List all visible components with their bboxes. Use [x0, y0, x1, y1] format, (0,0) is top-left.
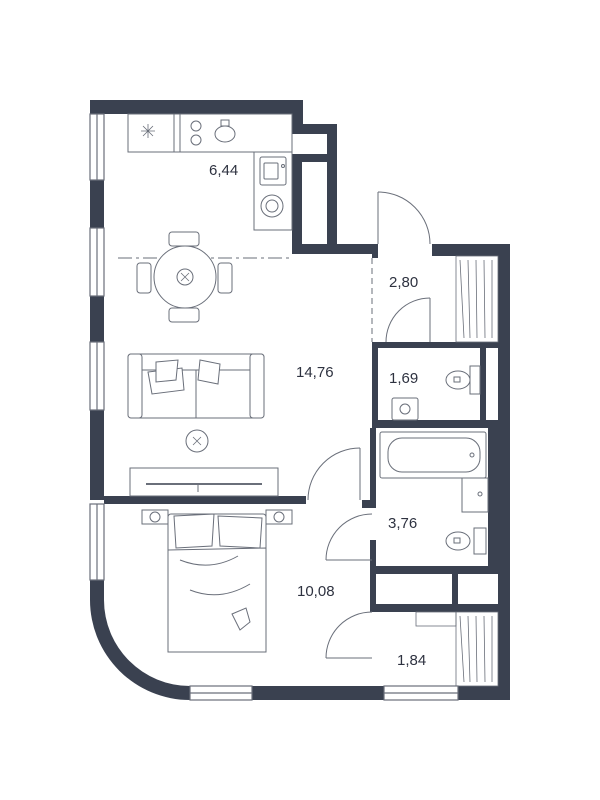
windows — [89, 113, 459, 701]
bed — [141, 509, 293, 653]
storage-area-label: 1,84 — [397, 652, 426, 669]
tv-unit — [129, 467, 279, 497]
kitchen-area-label: 6,44 — [209, 162, 238, 179]
walls — [90, 100, 510, 700]
bathroom-fixtures — [379, 431, 489, 555]
sofa — [127, 353, 265, 419]
bedroom-area-label: 10,08 — [297, 583, 335, 600]
wc-fixtures — [391, 365, 481, 421]
dining-table — [136, 231, 233, 323]
coffee-table — [185, 429, 209, 453]
wc-area-label: 1,69 — [389, 370, 418, 387]
storage-shelves — [415, 611, 499, 687]
hall-area-label: 2,80 — [389, 274, 418, 291]
living-area-label: 14,76 — [296, 364, 334, 381]
hall-wardrobe — [455, 255, 499, 343]
bathroom-area-label: 3,76 — [388, 515, 417, 532]
doors — [307, 191, 432, 659]
kitchen-furniture — [127, 113, 293, 231]
